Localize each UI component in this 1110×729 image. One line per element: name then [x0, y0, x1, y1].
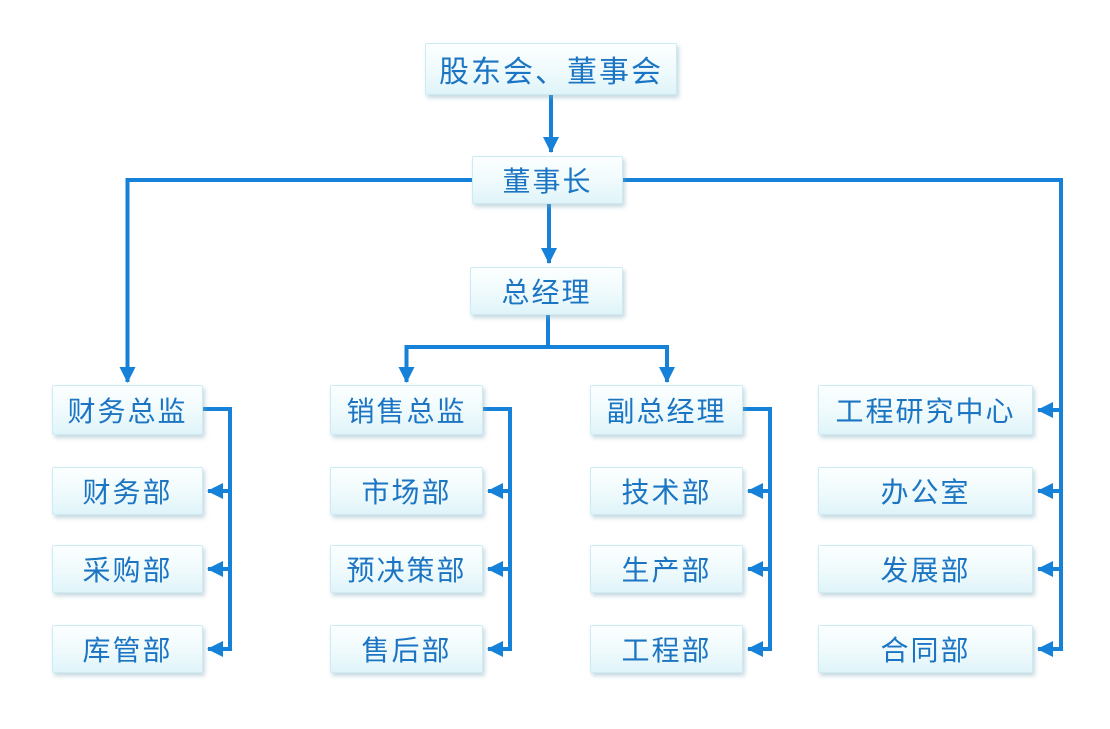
node-production-dept: 生产部 — [590, 545, 743, 593]
node-engineering-dept: 工程部 — [590, 625, 743, 673]
node-chairman: 董事长 — [472, 156, 623, 204]
node-finance-dept: 财务部 — [52, 467, 203, 515]
connector-gm-branch — [404, 315, 669, 349]
node-marketing-dept: 市场部 — [330, 467, 483, 515]
node-finance-director: 财务总监 — [52, 385, 203, 435]
connector-chairman-to-finance-director — [119, 178, 472, 383]
connector-finance-director-trunk — [203, 407, 232, 657]
node-general-manager: 总经理 — [470, 267, 623, 315]
node-warehouse-dept: 库管部 — [52, 625, 203, 673]
node-contract-dept: 合同部 — [818, 625, 1033, 673]
node-sales-director: 销售总监 — [330, 385, 483, 435]
node-purchasing-dept: 采购部 — [52, 545, 203, 593]
connector-chairman-right-trunk — [623, 178, 1063, 657]
node-office: 办公室 — [818, 467, 1033, 515]
node-development-dept: 发展部 — [818, 545, 1033, 593]
node-after-sales-dept: 售后部 — [330, 625, 483, 673]
node-shareholders-board: 股东会、董事会 — [425, 43, 677, 95]
node-technology-dept: 技术部 — [590, 467, 743, 515]
node-engineering-research-center: 工程研究中心 — [818, 385, 1033, 435]
connector-sales-director-trunk — [483, 407, 512, 657]
node-deputy-general-manager: 副总经理 — [590, 385, 743, 435]
node-pre-decision-dept: 预决策部 — [330, 545, 483, 593]
connector-deputy-gm-trunk — [743, 407, 772, 657]
